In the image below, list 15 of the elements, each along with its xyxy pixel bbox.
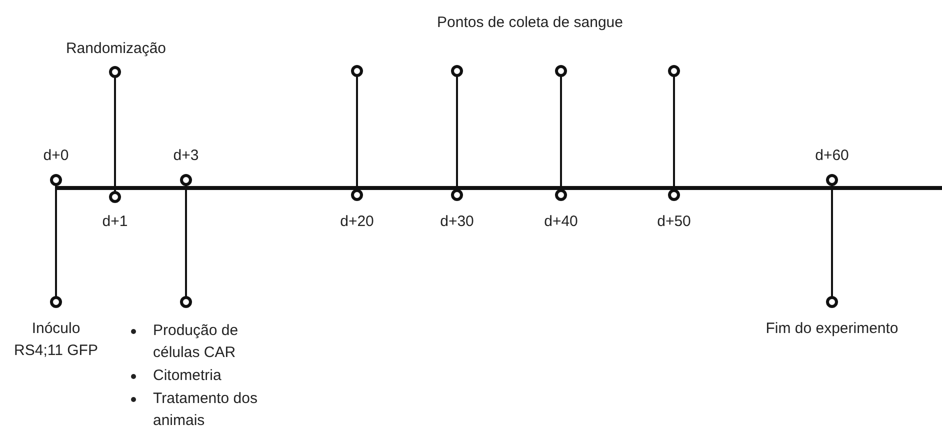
day-label: d+1: [102, 212, 128, 232]
event-label: Inóculo RS4;11 GFP: [13, 319, 99, 361]
event-label: Randomização: [66, 39, 166, 59]
day-label: d+60: [815, 146, 849, 166]
day-label: d+3: [173, 146, 199, 166]
day-label: d+0: [43, 146, 69, 166]
day-label: d+20: [340, 212, 374, 232]
day-label: d+40: [544, 212, 578, 232]
day-label: d+30: [440, 212, 474, 232]
list-item: Citometria: [153, 366, 222, 386]
event-label: Fim do experimento: [766, 319, 898, 339]
annotation-heading: Pontos de coleta de sangue: [437, 13, 623, 33]
list-item: Tratamento dos animais: [153, 389, 258, 430]
day-label: d+50: [657, 212, 691, 232]
list-item: Produção de células CAR: [153, 321, 240, 363]
